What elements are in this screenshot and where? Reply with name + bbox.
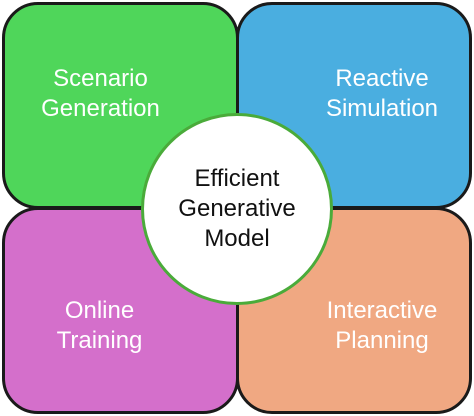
quadrant-label-line: Online xyxy=(64,296,135,324)
quadrant-label-line: Training xyxy=(56,326,143,354)
center-label-line: Generative xyxy=(178,195,296,222)
center-circle: Efficient Generative Model xyxy=(141,113,333,305)
quadrant-label: Scenario Generation xyxy=(5,64,236,148)
quadrant-label: Online Training xyxy=(5,266,236,356)
quadrant-label-line: Reactive xyxy=(335,64,429,92)
center-label-line: Model xyxy=(204,225,270,252)
quadrant-label: Interactive Planning xyxy=(239,266,469,356)
quadrant-label-line: Simulation xyxy=(325,94,439,122)
quadrant-label-line: Planning xyxy=(335,326,429,354)
center-label-line: Efficient xyxy=(194,165,280,192)
quadrant-label-line: Scenario xyxy=(53,64,148,92)
quadrant-label: Reactive Simulation xyxy=(239,64,469,148)
quadrant-scenario-generation: Scenario Generation xyxy=(2,2,239,209)
quadrant-label-line: Interactive xyxy=(326,296,438,324)
quadrant-label-line: Generation xyxy=(41,94,160,122)
